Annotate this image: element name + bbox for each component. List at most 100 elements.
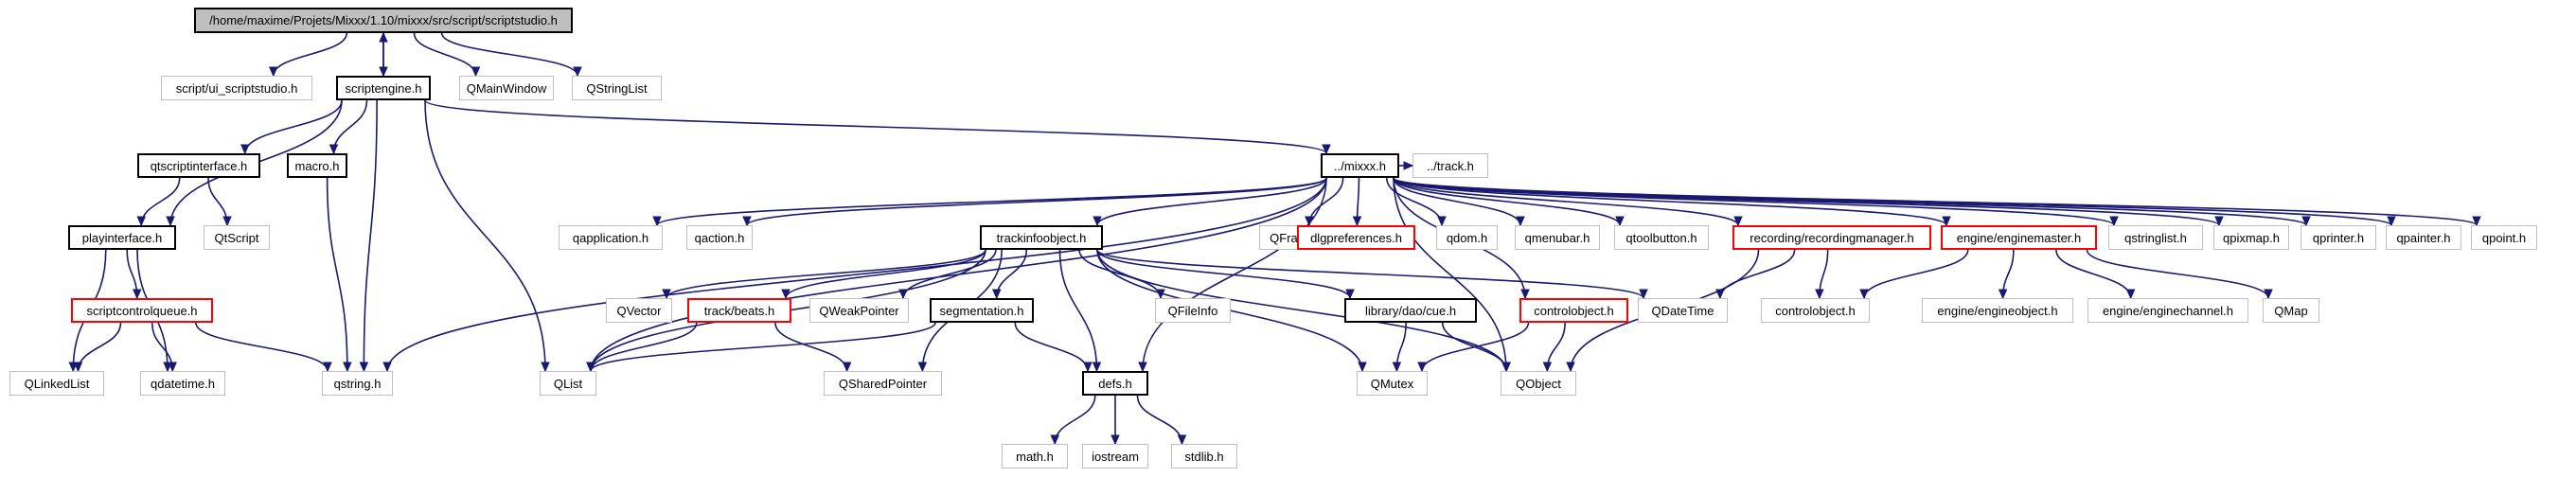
arrowhead-scriptengine-to-qlist xyxy=(541,362,550,373)
edge-scriptcontrolqueue-to-qstring-h xyxy=(195,322,329,372)
arrowhead-mixxx-to-qstring-h xyxy=(382,362,392,373)
edge-trackinfoobject-to-qvector xyxy=(666,249,986,299)
node-qaction: qaction.h xyxy=(686,225,753,250)
arrowhead-trackinfoobject-to-segmentation xyxy=(991,289,1002,300)
arrowhead-segmentation-to-defs xyxy=(1083,362,1093,373)
arrowhead-defs-to-iostream xyxy=(1110,434,1120,446)
node-qpoint: qpoint.h xyxy=(2471,225,2537,250)
node-qfileinfo: QFileInfo xyxy=(1155,298,1231,323)
edge-segmentation-to-qlist xyxy=(590,322,936,372)
node-qweakpointer: QWeakPointer xyxy=(809,298,909,323)
arrowhead-mixxx-to-qdom xyxy=(1437,216,1447,227)
arrowhead-trackinfoobject-to-qmutex xyxy=(1358,362,1367,373)
node-qdom: qdom.h xyxy=(1436,225,1498,250)
arrowhead-scriptengine-to-playinterface xyxy=(166,216,175,227)
node-scriptcontrolqueue[interactable]: scriptcontrolqueue.h xyxy=(71,298,213,323)
edge-trackinfoobject-to-qdatetime-cls xyxy=(1096,249,1644,299)
edge-root-to-qstringlist-cls xyxy=(440,32,578,77)
arrowhead-scriptengine-to-root xyxy=(379,31,388,43)
node-cue[interactable]: library/dao/cue.h xyxy=(1344,298,1477,323)
arrowhead-qtscriptinterface-to-qtscript xyxy=(222,216,232,227)
node-controlobject-gray: controlobject.h xyxy=(1761,298,1870,323)
edge-trackinfoobject-to-qweakpointer xyxy=(902,249,997,299)
arrowhead-scriptcontrolqueue-to-qlinkedlist xyxy=(73,362,83,373)
arrowhead-scriptengine-to-qstring-h xyxy=(359,362,369,373)
node-iostream: iostream xyxy=(1082,444,1148,468)
arrowhead-mixxx-to-qpoint xyxy=(2472,216,2481,227)
node-trackinfoobject[interactable]: trackinfoobject.h xyxy=(980,225,1103,250)
node-enginechannel: engine/enginechannel.h xyxy=(2087,298,2248,323)
edge-enginemaster-to-controlobject-gray xyxy=(1863,249,1969,299)
node-qmutex: QMutex xyxy=(1357,371,1428,396)
node-qtoolbutton: qtoolbutton.h xyxy=(1614,225,1709,250)
arrowhead-scriptcontrolqueue-to-qdatetime-h xyxy=(168,362,178,373)
node-qtscript: QtScript xyxy=(204,225,270,250)
arrowhead-defs-to-stdlib xyxy=(1177,434,1187,446)
node-macro[interactable]: macro.h xyxy=(287,153,347,178)
edge-defs-to-stdlib xyxy=(1136,395,1183,445)
edge-scriptengine-to-qlist xyxy=(424,99,546,372)
edge-trackinfoobject-to-qobject xyxy=(1096,249,1507,372)
arrowhead-root-to-qmainwindow xyxy=(471,66,481,78)
edge-macro-to-qstring-h xyxy=(326,177,348,372)
node-mixxx[interactable]: ../mixxx.h xyxy=(1321,153,1399,178)
node-recordingmanager[interactable]: recording/recordingmanager.h xyxy=(1732,225,1931,250)
edge-trackinfoobject-to-defs xyxy=(1058,249,1098,372)
arrowhead-mixxx-to-dlgpreferences xyxy=(1352,216,1362,227)
node-qprinter: qprinter.h xyxy=(2301,225,2376,250)
edge-trackinfoobject-to-cue xyxy=(1096,249,1351,299)
edge-mixxx-to-enginemaster xyxy=(1393,177,1947,226)
edge-trackbeats-to-qlist xyxy=(590,322,698,372)
node-trackbeats[interactable]: track/beats.h xyxy=(687,298,791,323)
arrowhead-scriptengine-to-qtscriptinterface xyxy=(240,144,250,155)
arrowhead-mixxx-to-enginemaster xyxy=(1942,216,1951,227)
arrowhead-trackinfoobject-to-defs xyxy=(1092,362,1102,373)
arrowhead-mixxx-to-qaction xyxy=(742,216,752,227)
node-scriptengine[interactable]: scriptengine.h xyxy=(336,76,431,100)
node-qpixmap: qpixmap.h xyxy=(2213,225,2289,250)
arrowhead-playinterface-to-scriptcontrolqueue xyxy=(132,289,142,300)
arrowhead-mixxx-to-qtoolbutton xyxy=(1615,216,1625,227)
node-track-h: ../track.h xyxy=(1412,153,1488,178)
arrowhead-scriptengine-to-macro xyxy=(329,144,339,155)
arrowhead-root-to-ui-scriptstudio xyxy=(268,66,278,78)
edge-mixxx-to-qpoint xyxy=(1393,177,2478,226)
node-stdlib: stdlib.h xyxy=(1171,444,1237,468)
arrowhead-mixxx-to-qapplication xyxy=(652,216,662,227)
edge-root-to-qmainwindow xyxy=(413,32,477,77)
edge-mixxx-to-trackinfoobject xyxy=(1096,177,1327,226)
node-qvector: QVector xyxy=(606,298,672,323)
node-enginemaster[interactable]: engine/enginemaster.h xyxy=(1941,225,2097,250)
node-controlobject-h[interactable]: controlobject.h xyxy=(1519,298,1628,323)
node-segmentation[interactable]: segmentation.h xyxy=(930,298,1034,323)
arrowhead-mixxx-to-qpainter xyxy=(2387,216,2396,227)
edge-scriptengine-to-qtscriptinterface xyxy=(243,99,343,154)
arrowhead-trackbeats-to-qsharedpointer xyxy=(842,362,852,373)
edge-enginemaster-to-qmap xyxy=(2086,249,2269,299)
edge-trackinfoobject-to-trackbeats xyxy=(785,249,986,299)
node-qlist: QList xyxy=(540,371,596,396)
edge-mixxx-to-qprinter xyxy=(1393,177,2307,226)
edge-scriptengine-to-mixxx xyxy=(424,99,1327,154)
arrowhead-controlobject-h-to-qmutex xyxy=(1417,362,1427,373)
edge-scriptcontrolqueue-to-qlinkedlist xyxy=(77,322,122,372)
arrowhead-mixxx-to-track-h xyxy=(1403,161,1414,170)
node-qapplication: qapplication.h xyxy=(559,225,663,250)
node-dlgpreferences[interactable]: dlgpreferences.h xyxy=(1297,225,1415,250)
edge-defs-to-math xyxy=(1054,395,1096,445)
node-defs[interactable]: defs.h xyxy=(1082,371,1148,396)
node-qtscriptinterface[interactable]: qtscriptinterface.h xyxy=(137,153,260,178)
node-qdatetime-h: qdatetime.h xyxy=(140,371,225,396)
edge-mixxx-to-qpainter xyxy=(1393,177,2392,226)
arrowhead-trackinfoobject-to-qweakpointer xyxy=(898,289,908,300)
arrowhead-cue-to-qmutex xyxy=(1392,362,1402,373)
arrowhead-root-to-qstringlist-cls xyxy=(573,66,582,78)
arrowhead-enginemaster-to-controlobject-gray xyxy=(1859,289,1869,300)
arrowhead-trackinfoobject-to-qvector xyxy=(662,289,671,300)
arrowhead-scriptengine-to-mixxx xyxy=(1322,144,1331,155)
node-root[interactable]: /home/maxime/Projets/Mixxx/1.10/mixxx/sr… xyxy=(194,8,573,33)
arrowhead-mixxx-to-qstringlist-h xyxy=(2109,216,2119,227)
node-playinterface[interactable]: playinterface.h xyxy=(68,225,176,250)
node-qlinkedlist: QLinkedList xyxy=(9,371,104,396)
arrowhead-enginemaster-to-qmap xyxy=(2264,289,2273,300)
